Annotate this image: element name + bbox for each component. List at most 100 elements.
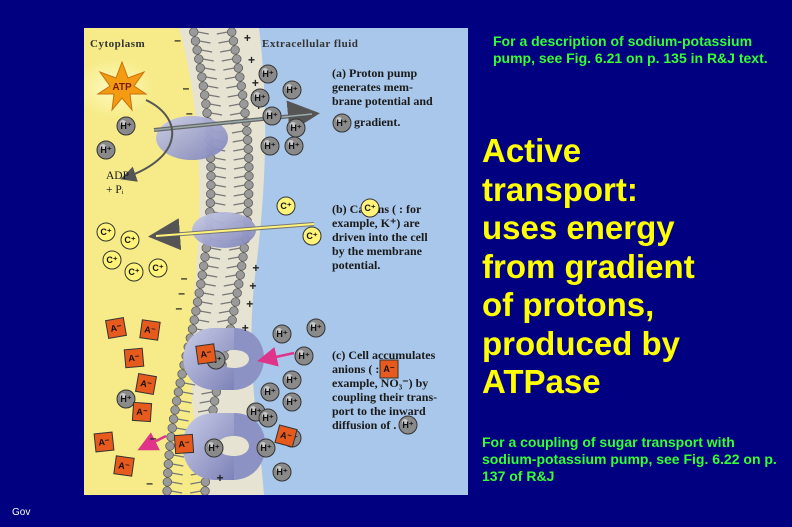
atp-starburst: ATP	[96, 60, 148, 112]
atp-hydrolysis-arrow	[120, 99, 174, 182]
svg-text:H⁺: H⁺	[310, 323, 321, 333]
proton-ion-icon: H⁺	[272, 462, 292, 482]
caption-a: (a) Proton pump generates mem- brane pot…	[332, 66, 433, 129]
svg-text:H⁺: H⁺	[100, 145, 111, 155]
caption-b-line: by the membrane	[332, 244, 423, 258]
svg-text:A⁻: A⁻	[140, 378, 153, 390]
svg-text:H⁺: H⁺	[336, 118, 347, 128]
cation-ion-icon: C⁺	[120, 230, 140, 250]
cation-ion-icon: C⁺	[360, 198, 380, 218]
cation-ion-icon: C⁺	[148, 258, 168, 278]
caption-c-line: coupling their trans-	[332, 390, 437, 404]
minus-charge-icon: –	[175, 301, 182, 315]
proton-ion-icon: H⁺	[258, 408, 278, 428]
proton-ion-icon: H⁺	[260, 382, 280, 402]
svg-text:C⁺: C⁺	[106, 255, 117, 265]
svg-text:A⁻: A⁻	[128, 353, 140, 364]
plus-charge-icon: +	[246, 297, 253, 311]
plus-charge-icon: +	[249, 279, 256, 293]
svg-text:C⁺: C⁺	[152, 263, 163, 273]
minus-charge-icon: –	[183, 81, 190, 95]
proton-ion-icon: H⁺	[282, 370, 302, 390]
proton-ion-icon: H⁺	[262, 106, 282, 126]
anion-ion-icon: A⁻	[195, 343, 217, 365]
headline-line: uses energy	[482, 209, 675, 246]
svg-text:A⁻: A⁻	[118, 460, 131, 472]
reference-note-sugar-coupling: For a coupling of sugar transport with s…	[482, 434, 777, 484]
svg-text:H⁺: H⁺	[254, 93, 265, 103]
anion-ion-icon: A⁻	[93, 431, 115, 453]
anion-ion-icon: A⁻	[134, 372, 158, 396]
proton-ion-icon: H⁺	[282, 80, 302, 100]
cation-ion-icon: C⁺	[96, 222, 116, 242]
svg-text:A⁻: A⁻	[110, 322, 123, 334]
svg-text:C⁺: C⁺	[124, 235, 135, 245]
caption-a-line: generates mem-	[332, 80, 413, 94]
svg-text:H⁺: H⁺	[208, 443, 219, 453]
proton-ion-icon: H⁺	[258, 64, 278, 84]
svg-text:H⁺: H⁺	[260, 443, 271, 453]
svg-text:A⁻: A⁻	[144, 324, 157, 336]
svg-text:H⁺: H⁺	[264, 387, 275, 397]
proton-ion-icon: H⁺	[398, 415, 418, 435]
proton-ion-icon: H⁺	[96, 140, 116, 160]
atp-label: ATP	[112, 82, 132, 93]
svg-text:C⁺: C⁺	[100, 227, 111, 237]
minus-charge-icon: –	[174, 33, 181, 47]
reference-note-sodium-potassium: For a description of sodium-potassium pu…	[493, 33, 768, 66]
membrane-transport-figure: ATP Cytoplasm Extracellular fluid ADP + …	[84, 28, 468, 495]
minus-charge-icon: –	[146, 476, 153, 490]
caption-c-line: example, NO₃⁻) by	[332, 376, 428, 390]
proton-ion-icon: H⁺	[284, 136, 304, 156]
plus-charge-icon: +	[252, 261, 259, 275]
proton-return-arrow	[257, 347, 295, 367]
svg-text:H⁺: H⁺	[262, 413, 273, 423]
proton-ion-icon: H⁺	[250, 88, 270, 108]
svg-text:C⁺: C⁺	[128, 267, 139, 277]
svg-text:H⁺: H⁺	[286, 397, 297, 407]
headline-line: transport:	[482, 170, 638, 208]
svg-text:H⁺: H⁺	[286, 375, 297, 385]
plus-charge-icon: +	[252, 76, 259, 90]
proton-ion-icon: H⁺	[272, 324, 292, 344]
pi-label: + Pᵢ	[106, 184, 124, 196]
proton-ion-icon: H⁺	[204, 438, 224, 458]
svg-text:C⁺: C⁺	[364, 203, 375, 213]
proton-ion-icon: H⁺	[116, 389, 136, 409]
svg-text:H⁺: H⁺	[276, 467, 287, 477]
proton-ion-icon: H⁺	[332, 113, 352, 133]
svg-text:C⁺: C⁺	[306, 231, 317, 241]
proton-ion-icon: H⁺	[116, 116, 136, 136]
proton-ion-icon: H⁺	[306, 318, 326, 338]
caption-c-line: (c) Cell accumulates	[332, 348, 436, 362]
svg-text:H⁺: H⁺	[262, 69, 273, 79]
svg-text:A⁻: A⁻	[136, 407, 148, 418]
svg-text:H⁺: H⁺	[266, 111, 277, 121]
svg-text:H⁺: H⁺	[250, 407, 261, 417]
footer-author: Gov	[12, 507, 31, 518]
minus-charge-icon: –	[178, 286, 185, 300]
caption-c-line: port to the inward	[332, 404, 426, 418]
adp-label: ADP	[106, 170, 129, 182]
plus-charge-icon: +	[244, 31, 251, 45]
plus-charge-icon: +	[217, 471, 224, 485]
caption-c-line: diffusion of .	[332, 418, 396, 432]
headline-line: Active	[482, 132, 582, 169]
svg-text:A⁻: A⁻	[178, 439, 190, 450]
cation-ion-icon: C⁺	[102, 250, 122, 270]
anion-ion-icon: A⁻	[123, 347, 145, 369]
caption-b-line: driven into the cell	[332, 230, 428, 244]
headline-line: of protons,	[482, 286, 655, 323]
caption-a-line: (a) Proton pump	[332, 66, 417, 80]
anion-ion-icon: A⁻	[173, 433, 195, 455]
anion-ion-icon: A⁻	[274, 424, 298, 448]
svg-text:A⁻: A⁻	[98, 436, 110, 447]
headline-line: ATPase	[482, 363, 601, 400]
proton-ion-icon: H⁺	[260, 136, 280, 156]
proton-ion-icon: H⁺	[282, 392, 302, 412]
headline-line: produced by	[482, 324, 681, 362]
anion-ion-icon: A⁻	[113, 455, 135, 477]
plus-charge-icon: +	[242, 321, 249, 335]
caption-a-line: gradient.	[354, 115, 400, 129]
anion-ion-icon: A⁻	[104, 316, 128, 340]
